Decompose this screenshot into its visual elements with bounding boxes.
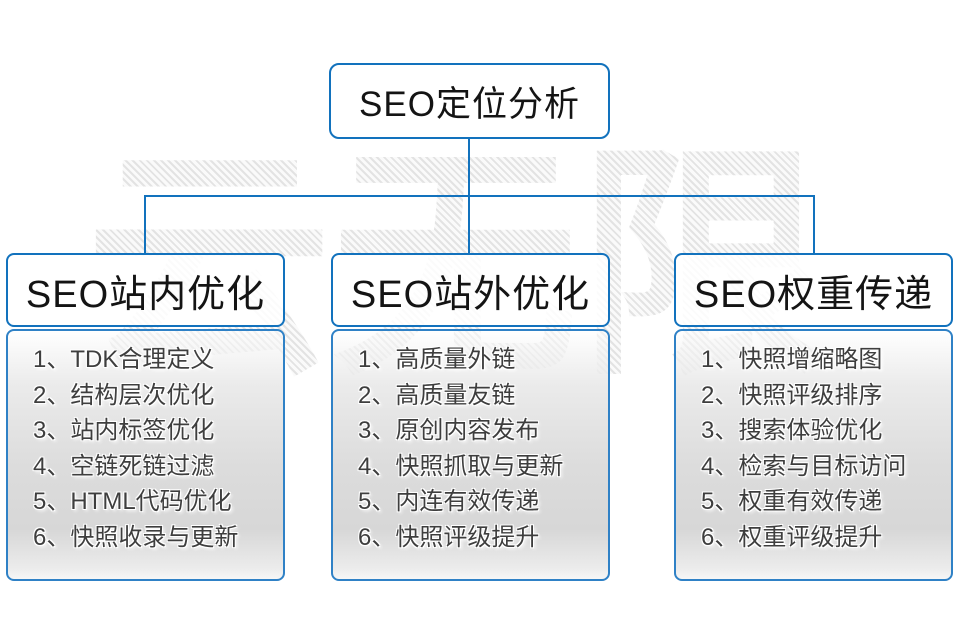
- list-item: 6、权重评级提升: [701, 523, 883, 551]
- list-item: 1、高质量外链: [358, 346, 516, 373]
- list-item: 4、空链死链过滤: [33, 452, 215, 480]
- column-panel-offsite: 1、高质量外链 2、高质量友链 3、原创内容发布 4、快照抓取与更新 5、内连有…: [331, 329, 610, 581]
- connector-horizontal: [144, 195, 815, 197]
- list-item: 2、高质量友链: [358, 381, 516, 409]
- column-header-offsite: SEO站外优化: [331, 253, 610, 327]
- connector-right-vertical: [813, 195, 815, 253]
- list-item: 3、站内标签优化: [33, 417, 215, 444]
- column-offsite: SEO站外优化 1、高质量外链 2、高质量友链 3、原创内容发布 4、快照抓取与…: [331, 253, 610, 581]
- list-item: 5、HTML代码优化: [33, 488, 232, 515]
- list-item: 5、权重有效传递: [701, 488, 883, 515]
- list-item: 1、TDK合理定义: [33, 346, 215, 373]
- list-item: 2、快照评级排序: [701, 381, 883, 409]
- column-header-onsite: SEO站内优化: [6, 253, 285, 327]
- column-header-weight: SEO权重传递: [674, 253, 953, 327]
- list-item: 4、检索与目标访问: [701, 452, 907, 480]
- list-item: 1、快照增缩略图: [701, 346, 883, 373]
- column-weight: SEO权重传递 1、快照增缩略图 2、快照评级排序 3、搜索体验优化 4、检索与…: [674, 253, 953, 581]
- column-header-weight-label: SEO权重传递: [693, 273, 934, 316]
- list-item: 5、内连有效传递: [358, 488, 540, 515]
- list-item: 4、快照抓取与更新: [358, 452, 564, 480]
- list-item: 6、快照收录与更新: [33, 523, 239, 551]
- connector-left-vertical: [144, 195, 146, 253]
- root-node-label: SEO定位分析: [359, 84, 580, 124]
- column-panel-weight: 1、快照增缩略图 2、快照评级排序 3、搜索体验优化 4、检索与目标访问 5、权…: [674, 329, 953, 581]
- column-panel-onsite: 1、TDK合理定义 2、结构层次优化 3、站内标签优化 4、空链死链过滤 5、H…: [6, 329, 285, 581]
- list-item: 2、结构层次优化: [33, 381, 215, 409]
- list-item: 3、搜索体验优化: [701, 417, 883, 444]
- root-node: SEO定位分析: [329, 63, 610, 139]
- column-onsite: SEO站内优化 1、TDK合理定义 2、结构层次优化 3、站内标签优化 4、空链…: [6, 253, 285, 581]
- column-header-onsite-label: SEO站内优化: [25, 273, 266, 316]
- column-header-offsite-label: SEO站外优化: [350, 273, 591, 316]
- list-item: 3、原创内容发布: [358, 417, 540, 444]
- list-item: 6、快照评级提升: [358, 523, 540, 551]
